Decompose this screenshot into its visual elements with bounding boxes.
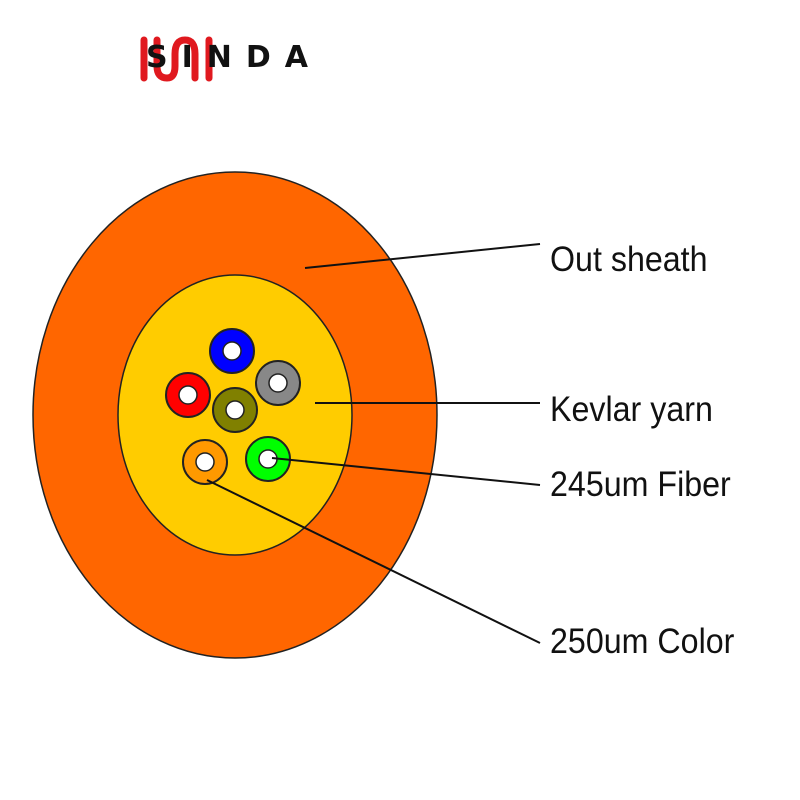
fiber-core: [178, 385, 198, 405]
fiber-core: [195, 452, 215, 472]
label-250um-color: 250um Color: [550, 622, 735, 661]
sinda-logo-mark: [140, 36, 213, 82]
fiber-core: [268, 373, 288, 393]
label-out-sheath: Out sheath: [550, 240, 708, 279]
brand-name: SINDA: [146, 40, 322, 75]
fiber-core: [225, 400, 245, 420]
label-245um-fiber: 245um Fiber: [550, 465, 731, 504]
leader-color: [206, 479, 541, 644]
label-kevlar-yarn: Kevlar yarn: [550, 390, 713, 429]
fiber-core: [222, 341, 242, 361]
leader-fiber: [271, 457, 541, 486]
leader-out-sheath: [304, 243, 541, 269]
